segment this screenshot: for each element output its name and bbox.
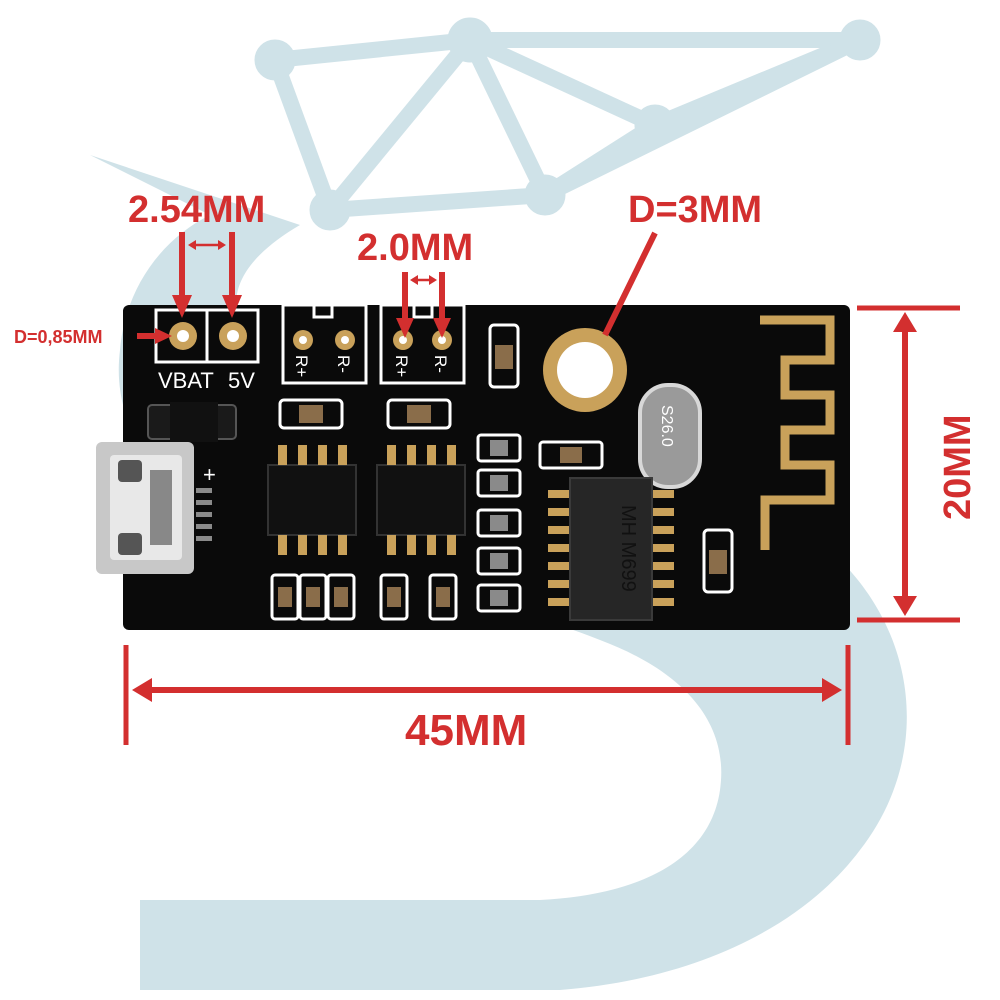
pcb-board: VBAT 5V R+ R- R+ R- S26.0 <box>96 303 850 630</box>
watermark-network <box>267 32 864 218</box>
resistor-column <box>476 433 604 613</box>
capacitor <box>488 323 520 389</box>
board-body <box>123 305 850 630</box>
hole-leader-line <box>602 231 658 337</box>
bluetooth-chip: MH M699 <box>548 477 674 621</box>
amplifier-ic-1 <box>267 445 357 555</box>
watermark-node <box>254 39 296 81</box>
speaker1-plus-label: R+ <box>292 355 311 377</box>
usb-pins <box>196 488 212 541</box>
speaker2-plus-label: R+ <box>392 355 411 377</box>
watermark-node <box>634 104 676 146</box>
watermark-node <box>447 17 493 63</box>
pin-diameter-label: D=0,85MM <box>14 327 103 347</box>
amplifier-ic-2 <box>376 445 466 555</box>
crystal-marking: S26.0 <box>658 405 675 447</box>
watermark-node <box>839 19 881 61</box>
bluetooth-antenna <box>760 315 835 550</box>
hole-diameter-label: D=3MM <box>628 189 762 231</box>
pin-pitch-label: 2.54MM <box>128 189 265 231</box>
plus-label: + <box>203 462 216 487</box>
speaker1-minus-label: R- <box>334 355 353 373</box>
vbat-label: VBAT <box>158 368 214 393</box>
chip-marking: MH M699 <box>617 505 639 592</box>
speaker-pitch-label: 2.0MM <box>357 227 473 269</box>
watermark-node <box>524 174 566 216</box>
resistor-array <box>270 573 458 621</box>
speaker2-minus-label: R- <box>431 355 450 373</box>
width-label: 45MM <box>405 706 527 755</box>
capacitor <box>278 398 344 430</box>
watermark-node <box>309 189 351 231</box>
height-label: 20MM <box>937 414 979 520</box>
capacitor <box>702 528 734 594</box>
micro-usb-connector <box>96 442 194 574</box>
crystal-oscillator <box>638 383 702 489</box>
5v-label: 5V <box>228 368 255 393</box>
dimension-annotations <box>123 231 960 745</box>
capacitor <box>386 398 452 430</box>
